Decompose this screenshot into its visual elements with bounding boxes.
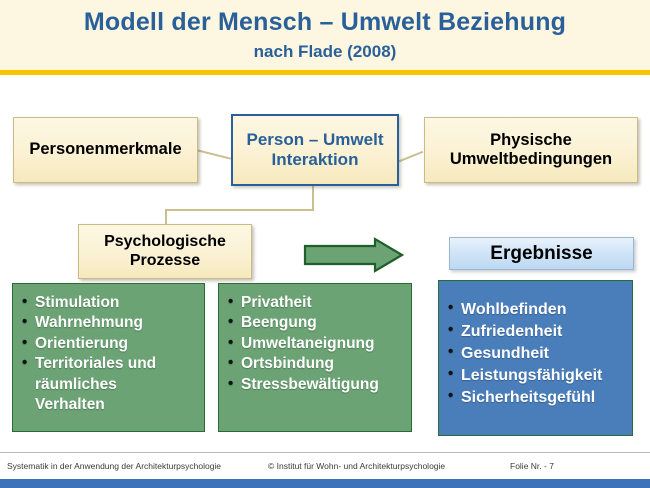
list-box-psychological-processes-1[interactable]: Stimulation Wahrnehmung Orientierung Ter… <box>12 283 205 432</box>
box-personenmerkmale-label: Personenmerkmale <box>29 140 182 159</box>
connector-personenmerkmale-interaktion <box>195 149 232 160</box>
box-physische-umweltbedingungen-label: Physische Umweltbedingungen <box>449 130 613 168</box>
footer-left-text: Systematik in der Anwendung der Architek… <box>7 461 222 471</box>
list-item: Wohlbefinden <box>448 298 626 321</box>
bullet-list: Privatheit Beengung Umweltaneignung Orts… <box>228 292 405 395</box>
box-ergebnisse[interactable]: Ergebnisse <box>449 237 634 270</box>
list-item: Wahrnehmung <box>22 312 198 333</box>
slide-footer: Systematik in der Anwendung der Architek… <box>0 456 650 478</box>
connector-interaktion-down-horizontal <box>165 209 314 211</box>
list-item: Gesundheit <box>448 342 626 365</box>
footer-accent-strip <box>0 479 650 488</box>
list-item: Leistungsfähigkeit <box>448 364 626 387</box>
page-title: Modell der Mensch – Umwelt Beziehung <box>83 8 567 36</box>
box-person-umwelt-interaktion[interactable]: Person – Umwelt Interaktion <box>231 114 399 186</box>
list-box-outcomes[interactable]: Wohlbefinden Zufriedenheit Gesundheit Le… <box>438 280 633 436</box>
box-person-umwelt-interaktion-label: Person – Umwelt Interaktion <box>246 129 384 169</box>
box-personenmerkmale[interactable]: Personenmerkmale <box>13 117 198 183</box>
box-physische-umweltbedingungen[interactable]: Physische Umweltbedingungen <box>424 117 638 183</box>
slide-header: Modell der Mensch – Umwelt Beziehung nac… <box>0 0 650 70</box>
list-item: Sicherheitsgefühl <box>448 386 626 409</box>
list-item: Umweltaneignung <box>228 333 405 354</box>
bullet-list: Wohlbefinden Zufriedenheit Gesundheit Le… <box>448 298 626 409</box>
footer-center-text: © Institut für Wohn- und Architekturpsyc… <box>268 461 446 471</box>
list-item: Beengung <box>228 312 405 333</box>
list-item-continuation: Verhalten <box>35 396 105 414</box>
page-subtitle: nach Flade (2008) <box>253 42 397 61</box>
box-ergebnisse-label: Ergebnisse <box>490 242 593 264</box>
list-item: Stressbewältigung <box>228 374 405 395</box>
right-arrow-icon <box>303 237 404 273</box>
list-item: Zufriedenheit <box>448 320 626 343</box>
box-psychologische-prozesse[interactable]: Psychologische Prozesse <box>78 224 252 279</box>
list-box-psychological-processes-2[interactable]: Privatheit Beengung Umweltaneignung Orts… <box>218 283 412 432</box>
box-psychologische-prozesse-label: Psychologische Prozesse <box>104 232 226 269</box>
list-item: Ortsbindung <box>228 353 405 374</box>
list-item: Orientierung <box>22 333 198 354</box>
connector-down-to-psychologische <box>165 209 167 225</box>
connector-interaktion-down-vertical <box>312 182 314 210</box>
list-item: Privatheit <box>228 292 405 313</box>
list-item-continuation: räumliches <box>35 375 117 393</box>
header-divider <box>0 70 650 75</box>
list-item: Stimulation <box>22 292 198 313</box>
footer-divider <box>0 452 650 453</box>
list-item: Territoriales und <box>22 353 198 374</box>
bullet-list: Stimulation Wahrnehmung Orientierung Ter… <box>22 292 198 416</box>
footer-slide-number: Folie Nr. - 7 <box>510 461 554 471</box>
